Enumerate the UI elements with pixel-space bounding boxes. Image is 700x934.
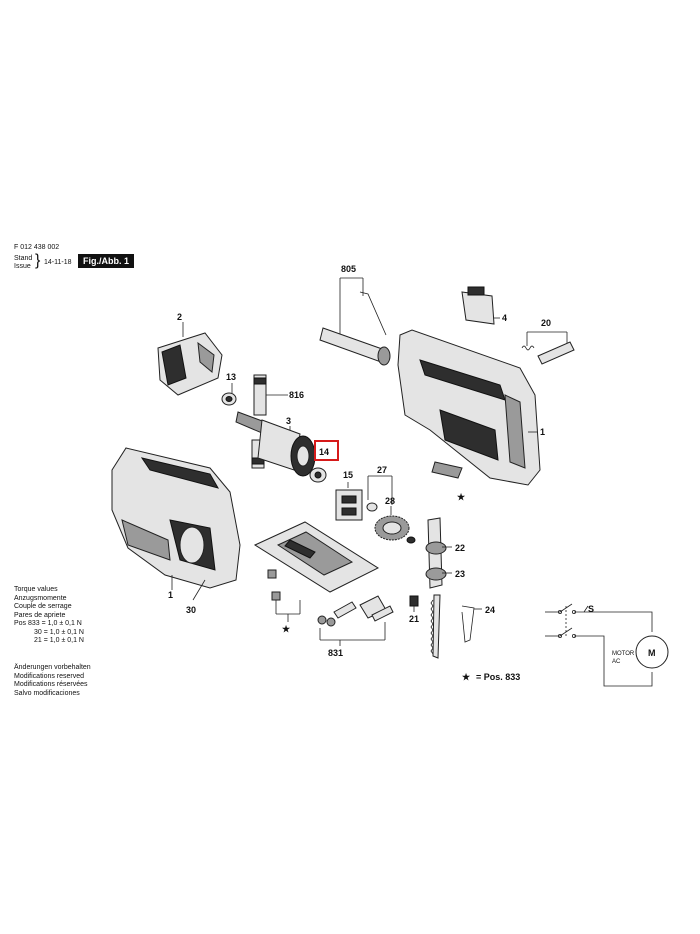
- torque-line: Pares de apriete: [14, 611, 66, 619]
- label-2: 2: [177, 312, 182, 322]
- legend-star: ★: [462, 672, 471, 682]
- saw-blade: [430, 594, 441, 659]
- stand-label: Stand: [14, 255, 33, 262]
- label-14: 14: [319, 447, 329, 457]
- highlight-box: [314, 440, 339, 461]
- torque-notes: Torque values Anzugsmomente Couple de se…: [14, 586, 84, 646]
- switch-label: S: [588, 604, 594, 614]
- part-30: 30: [186, 579, 206, 615]
- part-number: F 012 438 002: [14, 244, 60, 251]
- part-14: 14: [309, 440, 339, 483]
- motor-m-label: M: [648, 648, 656, 658]
- part-15: 15: [335, 470, 363, 521]
- label-805: 805: [341, 264, 356, 274]
- motor-symbol: [635, 635, 669, 669]
- circuit-diagram: S MOTOR AC M: [545, 603, 669, 687]
- label-4: 4: [502, 313, 507, 323]
- torque-line: Anzugsmomente: [14, 594, 67, 602]
- modification-line: Salvo modificaciones: [14, 689, 80, 697]
- figure-badge: Fig./Abb. 1: [78, 254, 134, 268]
- ac-label: AC: [612, 659, 621, 665]
- part-3: 3: [235, 411, 316, 477]
- part-831: 831: [317, 595, 394, 658]
- label-24: 24: [485, 605, 495, 615]
- legend-text: = Pos. 833: [476, 672, 520, 682]
- issue-date: 14-11-18: [44, 259, 72, 266]
- modifications-notes: Änderungen vorbehalten Modifications res…: [14, 664, 91, 698]
- torque-value: 21 = 1,0 ± 0,1 N: [34, 637, 84, 644]
- bracket-icon: }: [35, 252, 41, 269]
- part-27: 27: [366, 465, 393, 512]
- part-13: 13: [221, 372, 237, 406]
- part-spacer-star: ★: [431, 461, 466, 502]
- label-13: 13: [226, 372, 236, 382]
- label-20: 20: [541, 318, 551, 328]
- label-28: 28: [385, 496, 395, 506]
- label-831: 831: [328, 648, 343, 658]
- part-21: 21: [409, 595, 419, 624]
- torque-line: Couple de serrage: [14, 603, 72, 610]
- part-20: 20: [521, 318, 575, 365]
- modification-line: Modifications réservées: [14, 681, 88, 688]
- part-28: 28: [374, 496, 416, 544]
- part-805: 805: [319, 264, 391, 366]
- modification-line: Änderungen vorbehalten: [14, 664, 91, 671]
- part-4: 4: [461, 286, 507, 325]
- modification-line: Modifications reserved: [14, 672, 85, 680]
- label-816: 816: [289, 390, 304, 400]
- base-plate: [253, 521, 380, 593]
- part-22-23: 22 23: [425, 517, 465, 589]
- label-3: 3: [286, 416, 291, 426]
- base-screws: ★: [267, 569, 301, 634]
- torque-value: Pos 833 = 1,0 ± 0,1 N: [14, 620, 82, 627]
- label-15: 15: [343, 470, 353, 480]
- star-marker: ★: [282, 624, 291, 634]
- star-marker: ★: [457, 492, 466, 502]
- label-27: 27: [377, 465, 387, 475]
- torque-line: Torque values: [14, 586, 58, 593]
- torque-value: 30 = 1,0 ± 0,1 N: [34, 628, 84, 636]
- label-23: 23: [455, 569, 465, 579]
- label-30: 30: [186, 605, 196, 615]
- issue-label: Issue: [14, 263, 31, 270]
- label-1-housing: 1: [540, 427, 545, 437]
- label-1-assembled: 1: [168, 590, 173, 600]
- part-1-housing: 1: [397, 329, 545, 486]
- motor-label: MOTOR: [612, 651, 635, 657]
- legend: ★ = Pos. 833: [462, 672, 520, 682]
- part-24: 24: [461, 605, 495, 643]
- part-1-assembled: 1: [111, 447, 241, 600]
- label-22: 22: [455, 543, 465, 553]
- part-2: 2: [157, 312, 223, 396]
- label-21: 21: [409, 614, 419, 624]
